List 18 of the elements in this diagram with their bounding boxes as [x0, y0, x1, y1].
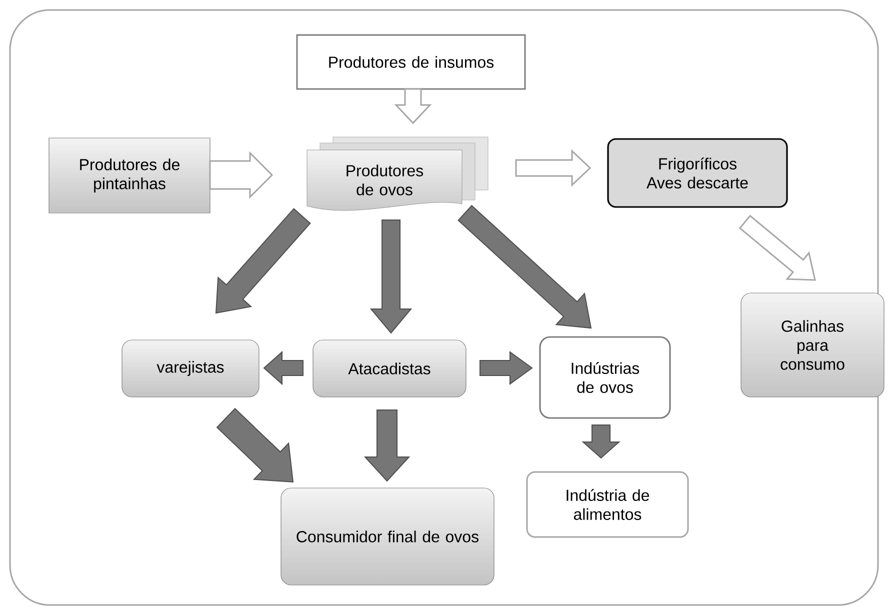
block-arrow — [515, 149, 592, 187]
block-arrow — [215, 208, 311, 314]
process-box: Frigoríficos Aves descarte — [607, 138, 788, 208]
block-arrow — [394, 88, 432, 124]
process-box: Indústrias de ovos — [539, 336, 671, 419]
block-arrow — [209, 151, 274, 199]
supplier-box: Produtores de insumos — [296, 34, 526, 90]
block-arrow — [370, 220, 412, 334]
block-arrow — [263, 350, 304, 386]
block-arrow — [480, 351, 533, 385]
process-box: varejistas — [122, 340, 260, 398]
process-box: Indústria de alimentos — [526, 471, 689, 538]
block-arrow — [364, 410, 410, 482]
process-box: Consumidor final de ovos — [280, 488, 494, 586]
block-arrow — [582, 424, 620, 459]
process-box: Atacadistas — [312, 340, 466, 398]
process-box: Galinhas para consumo — [740, 292, 884, 398]
arrow-callout-box: Produtores de pintainhas — [48, 138, 210, 214]
